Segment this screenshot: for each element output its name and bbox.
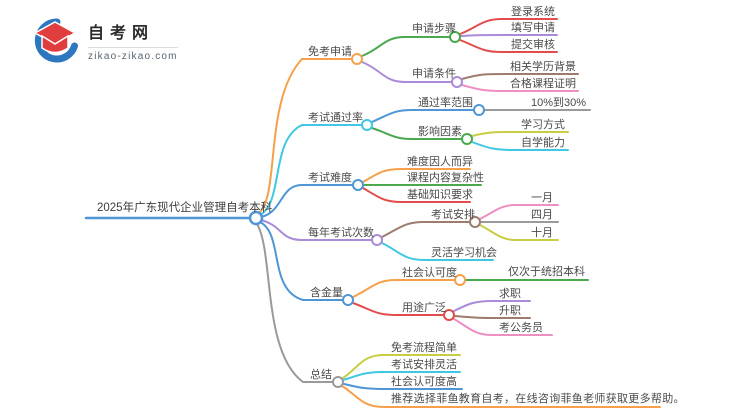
- node-label-liucheng-jiandan[interactable]: 免考流程简单: [391, 342, 457, 354]
- node-label-jinci-yu[interactable]: 仅次于统招本科: [508, 266, 585, 278]
- node-label-fanwei-zhi[interactable]: 10%到30%: [531, 97, 587, 109]
- node-handle-tongguolv[interactable]: [361, 119, 373, 131]
- logo-domain: zikao-zikao.com: [88, 50, 178, 62]
- node-label-kaoshi-nandu[interactable]: 考试难度: [308, 172, 352, 184]
- node-label-renkedu-gao[interactable]: 社会认可度高: [391, 376, 457, 388]
- leaf-line-tijiao: [459, 39, 558, 53]
- node-label-xiangguan-xueli[interactable]: 相关学历背景: [510, 61, 576, 73]
- node-label-kecheng-fuza[interactable]: 课程内容复杂性: [407, 172, 484, 184]
- node-label-kaoshi-tongguolv[interactable]: 考试通过率: [308, 112, 363, 124]
- branch-line-yongtu: [352, 302, 445, 316]
- node-handle-zongjie[interactable]: [332, 376, 344, 388]
- node-label-hanjinliang[interactable]: 含金量: [310, 287, 343, 299]
- node-label-siyue[interactable]: 四月: [531, 209, 553, 221]
- leaf-line-linghuo: [381, 242, 494, 261]
- leaf-line-tianxie: [460, 34, 558, 37]
- node-handle-renke[interactable]: [454, 274, 466, 286]
- leaf-line-hege: [461, 84, 579, 92]
- node-label-linghuo-jihui[interactable]: 灵活学习机会: [431, 247, 497, 259]
- node-label-shenqing-tiaojian[interactable]: 申请条件: [412, 68, 456, 80]
- node-handle-miankao[interactable]: [351, 53, 363, 65]
- branch-line-tiaojian: [361, 61, 453, 83]
- node-label-shenqing-buzhou[interactable]: 申请步骤: [412, 23, 456, 35]
- node-label-denglu-xitong[interactable]: 登录系统: [511, 6, 555, 18]
- branch-line-hanjinliang: [259, 221, 344, 301]
- branch-line-zongjie: [256, 223, 334, 383]
- site-logo: 自考网 zikao-zikao.com: [28, 16, 198, 64]
- leaf-line-jichu: [362, 187, 471, 203]
- node-label-qiuzhi[interactable]: 求职: [499, 288, 521, 300]
- node-label-tongguolv-fanwei[interactable]: 通过率范围: [418, 97, 473, 109]
- branch-line-renke: [352, 279, 456, 298]
- node-handle-meinian[interactable]: [371, 234, 383, 246]
- branch-line-yingxiang: [371, 127, 463, 140]
- branch-line-tongguolv: [259, 124, 363, 216]
- logo-graduation-cap-icon: [33, 18, 78, 63]
- leaf-line-jiandan: [342, 354, 461, 379]
- leaf-line-shengzhi: [453, 315, 531, 319]
- node-handle-fanwei[interactable]: [473, 104, 485, 116]
- leaf-line-tuijian: [341, 385, 661, 408]
- node-label-zongjie[interactable]: 总结: [310, 369, 332, 381]
- node-handle-yingxiang[interactable]: [461, 133, 473, 145]
- node-label-tianxie-shenqing[interactable]: 填写申请: [511, 22, 555, 34]
- leaf-line-yinren: [362, 168, 471, 183]
- node-label-kaoshi-anpai[interactable]: 考试安排: [431, 209, 475, 221]
- node-handle-tiaojian[interactable]: [451, 76, 463, 88]
- leaf-line-xuexi: [471, 131, 569, 137]
- node-label-shiyue[interactable]: 十月: [531, 227, 553, 239]
- leaf-line-zixue: [471, 141, 569, 151]
- leaf-line-qiuzhi: [453, 300, 531, 312]
- node-handle-hanjinliang[interactable]: [342, 294, 354, 306]
- leaf-line-yiyue: [479, 204, 559, 220]
- node-label-hege-kecheng[interactable]: 合格课程证明: [510, 78, 576, 90]
- leaf-line-renkegao: [343, 383, 463, 390]
- node-label-tijiao-shenhe[interactable]: 提交审核: [511, 39, 555, 51]
- node-handle-buzhou[interactable]: [449, 31, 461, 43]
- node-label-xuexi-fangshi[interactable]: 学习方式: [521, 119, 565, 131]
- node-label-shengzhi[interactable]: 升职: [499, 305, 521, 317]
- node-label-meinian-cishu[interactable]: 每年考试次数: [308, 227, 374, 239]
- branch-line-meinian: [260, 219, 373, 241]
- node-label-nandu-yinren[interactable]: 难度因人而异: [407, 156, 473, 168]
- node-label-yongtu-guangfan[interactable]: 用途广泛: [402, 302, 446, 314]
- logo-text: 自考网 zikao-zikao.com: [88, 19, 178, 62]
- node-label-root[interactable]: 2025年广东现代企业管理自考本科: [97, 202, 273, 214]
- branch-line-buzhou: [361, 36, 451, 57]
- node-label-anpai-linghuo[interactable]: 考试安排灵活: [391, 359, 457, 371]
- leaf-line-xiangguan: [461, 73, 579, 80]
- branch-line-miankao: [258, 58, 353, 214]
- node-handle-yongtu[interactable]: [443, 309, 455, 321]
- node-label-zixue-nengli[interactable]: 自学能力: [521, 137, 565, 149]
- node-handle-anpai[interactable]: [469, 216, 481, 228]
- node-label-miankao-shenqing[interactable]: 免考申请: [308, 46, 352, 58]
- branch-line-anpai: [381, 221, 471, 238]
- logo-title: 自考网: [88, 19, 178, 48]
- node-label-jichu-yaoqiu[interactable]: 基础知识要求: [407, 189, 473, 201]
- leaf-line-shiyue: [479, 224, 559, 241]
- leaf-line-kaogong: [453, 318, 553, 336]
- leaf-line-denglu: [459, 18, 558, 35]
- node-label-shehui-renkedu[interactable]: 社会认可度: [402, 267, 457, 279]
- leaf-line-anpailinghuo: [342, 371, 461, 381]
- node-handle-root[interactable]: [248, 210, 264, 226]
- node-label-yiyue[interactable]: 一月: [531, 192, 553, 204]
- node-label-yingxiang-yinsu[interactable]: 影响因素: [418, 126, 462, 138]
- node-label-tuijian[interactable]: 推荐选择菲鱼教育自考，在线咨询菲鱼老师获取更多帮助。: [391, 393, 685, 405]
- branch-line-fanwei: [371, 109, 475, 123]
- node-label-kao-gongwuyuan[interactable]: 考公务员: [499, 322, 543, 334]
- node-handle-nandu[interactable]: [352, 179, 364, 191]
- branch-line-nandu: [260, 184, 354, 218]
